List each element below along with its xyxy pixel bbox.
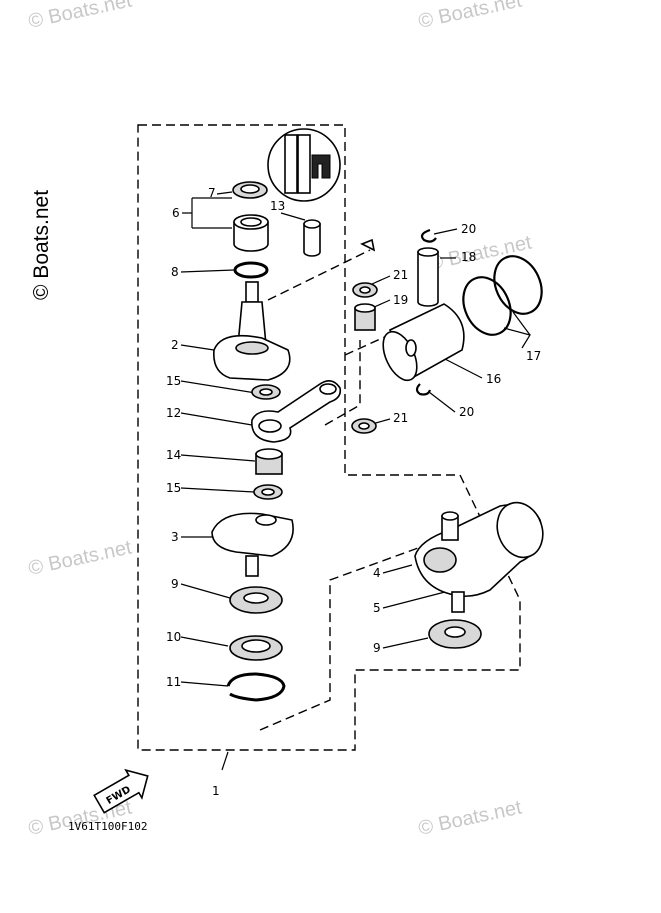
callout-15-upper: 15 <box>166 374 181 388</box>
watermark-mid-right: © Boats.net <box>426 231 534 274</box>
callout-20-top: 20 <box>461 222 476 236</box>
part-key <box>360 238 376 252</box>
part-piston-ring-17a <box>462 276 512 336</box>
callout-10: 10 <box>166 630 181 644</box>
part-upper-crank-2 <box>213 281 291 381</box>
callout-12: 12 <box>166 406 181 420</box>
leader-lines <box>180 191 531 771</box>
callout-21-bottom: 21 <box>393 411 408 425</box>
callout-6: 6 <box>172 206 180 220</box>
part-circlip-11 <box>226 672 286 702</box>
callout-16: 16 <box>486 372 501 386</box>
callout-9-left: 9 <box>171 577 179 591</box>
part-lower-crank-3 <box>211 512 294 577</box>
callout-14: 14 <box>166 448 181 462</box>
crankshaft-parts <box>211 181 376 702</box>
callout-1: 1 <box>212 784 220 798</box>
callout-17: 17 <box>526 349 541 363</box>
callout-8: 8 <box>171 265 179 279</box>
callout-21-top: 21 <box>393 268 408 282</box>
callout-7: 7 <box>208 186 216 200</box>
part-piston-pin-18 <box>417 251 439 307</box>
watermark-mid-left: © Boats.net <box>26 536 134 579</box>
link-line-pin <box>267 249 371 301</box>
watermark-bottom-right: © Boats.net <box>416 796 524 839</box>
callout-19: 19 <box>393 293 408 307</box>
callout-labels: 1 2 3 4 5 6 7 8 9 9 10 11 12 13 14 15 15… <box>166 186 541 798</box>
callout-15-lower: 15 <box>166 481 181 495</box>
part-clip-20-bottom <box>415 383 432 396</box>
part-piston-16 <box>382 303 465 382</box>
detail-inset <box>267 128 341 202</box>
callout-5: 5 <box>373 601 381 615</box>
watermark-top-right: © Boats.net <box>416 0 524 33</box>
watermark-left-vertical: © Boats.net <box>30 190 53 300</box>
callout-13: 13 <box>270 199 285 213</box>
part-o-ring-8 <box>233 261 269 279</box>
watermark-top-left: © Boats.net <box>26 0 134 33</box>
callout-11: 11 <box>166 675 181 689</box>
assembly-outline <box>137 124 521 751</box>
callout-20-bottom: 20 <box>459 405 474 419</box>
link-line-crank <box>259 539 441 731</box>
assembled-crankshaft-4 <box>414 501 544 613</box>
callout-3: 3 <box>171 530 179 544</box>
callout-18: 18 <box>461 250 476 264</box>
part-pin-13 <box>303 223 321 257</box>
part-clip-20-top <box>420 228 437 243</box>
callout-9-right: 9 <box>373 641 381 655</box>
callout-2: 2 <box>171 338 179 352</box>
callout-4: 4 <box>373 566 381 580</box>
diagram-code: 1V61T100F102 <box>68 820 147 833</box>
part-connecting-rod-12 <box>251 380 342 443</box>
piston-parts <box>351 228 543 434</box>
part-piston-ring-17b <box>493 255 543 315</box>
part-bushing-6 <box>233 221 269 252</box>
